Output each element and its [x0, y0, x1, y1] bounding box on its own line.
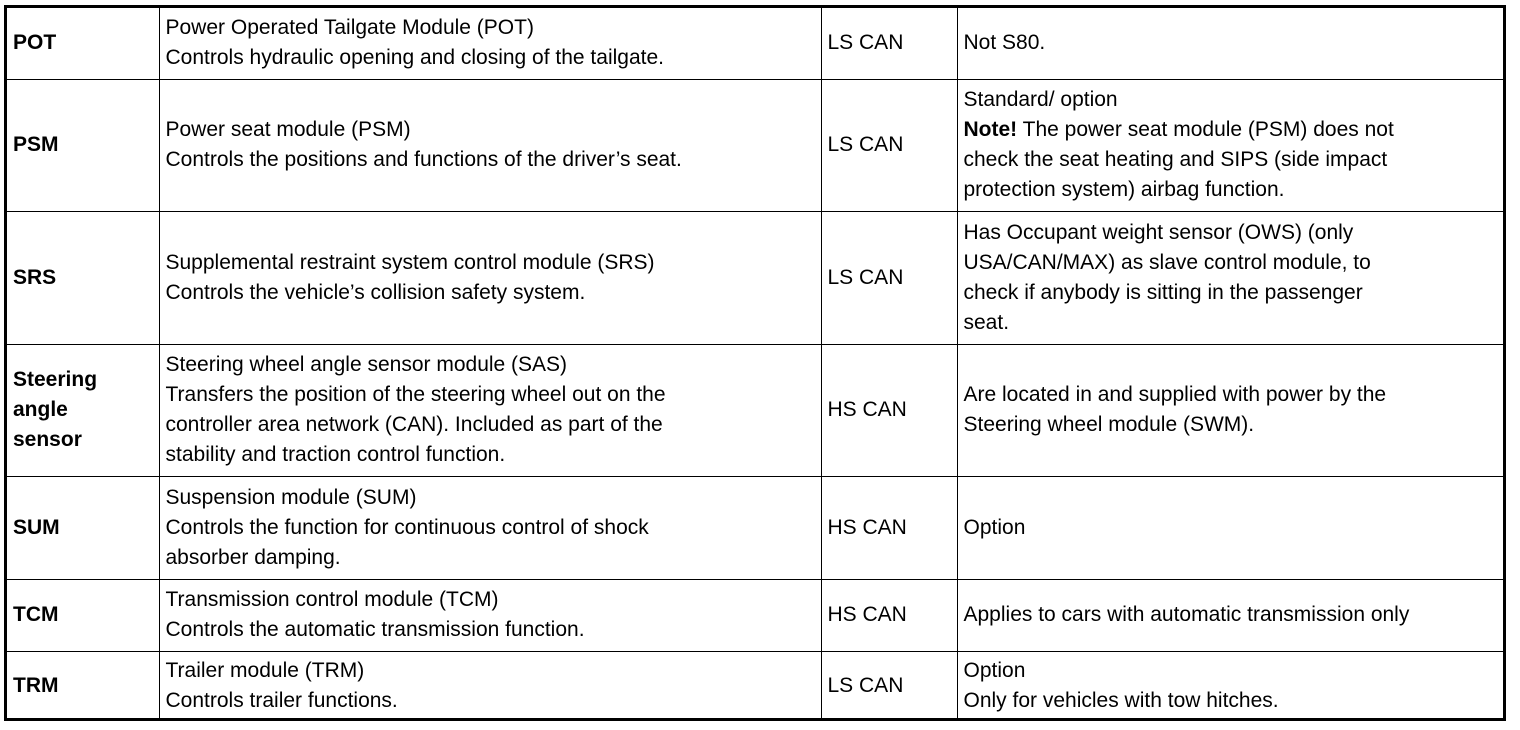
module-code-cell: SRS	[7, 210, 160, 345]
description-line: Transfers the position of the steering w…	[165, 383, 666, 406]
description-line: Steering wheel angle sensor module (SAS)	[165, 353, 568, 376]
remark-line: check if anybody is sitting in the passe…	[963, 280, 1363, 304]
network-bus-cell: LS CAN	[820, 78, 958, 212]
module-code: SUM	[13, 515, 60, 539]
module-code-cell: PSM	[7, 78, 160, 212]
remark-cell: Standard/ option Note! The power seat mo…	[956, 78, 1503, 212]
module-code: TCM	[13, 603, 59, 626]
description-line: Transmission control module (TCM)	[165, 588, 499, 611]
module-description-cell: Power seat module (PSM) Controls the pos…	[158, 78, 822, 212]
remark-text: The power seat module (PSM) does not	[1022, 118, 1394, 141]
description-line: Controls hydraulic opening and closing o…	[165, 46, 664, 70]
module-table: POT Power Operated Tailgate Module (POT)…	[7, 8, 1503, 721]
module-code: Steering	[13, 368, 98, 391]
remark-line: Only for vehicles with tow hitches.	[963, 689, 1279, 713]
module-code-cell: Steering angle sensor	[7, 343, 160, 477]
module-description-cell: Supplemental restraint system control mo…	[158, 210, 822, 345]
network-bus: LS CAN	[827, 31, 904, 55]
table-row: TCM Transmission control module (TCM) Co…	[7, 578, 1503, 652]
module-description-cell: Transmission control module (TCM) Contro…	[158, 578, 822, 652]
remark-line: Option	[963, 659, 1026, 683]
remark-line: Not S80.	[963, 31, 1046, 55]
table-row: POT Power Operated Tailgate Module (POT)…	[7, 8, 1503, 80]
remark-line: Standard/ option	[963, 88, 1118, 111]
remark-line: seat.	[963, 310, 1010, 334]
remark-line: Note! The power seat module (PSM) does n…	[964, 115, 1498, 145]
module-code: sensor	[13, 428, 82, 451]
network-bus-cell: LS CAN	[820, 650, 958, 721]
remark-line: USA/CAN/MAX) as slave control module, to	[963, 250, 1371, 274]
table-row: SUM Suspension module (SUM) Controls the…	[7, 475, 1503, 580]
module-code-cell: TRM	[7, 650, 160, 721]
network-bus: HS CAN	[827, 398, 907, 421]
description-line: Controls the automatic transmission func…	[165, 618, 585, 641]
network-bus: LS CAN	[827, 133, 904, 156]
table-row: TRM Trailer module (TRM) Controls traile…	[7, 650, 1503, 721]
module-description-cell: Trailer module (TRM) Controls trailer fu…	[158, 650, 822, 721]
module-code: angle	[13, 398, 68, 421]
remark-line: Applies to cars with automatic transmiss…	[963, 603, 1410, 626]
remark-line: check the seat heating and SIPS (side im…	[963, 148, 1388, 171]
description-line: Controls the vehicle’s collision safety …	[165, 280, 586, 304]
module-code: TRM	[13, 674, 59, 698]
table-row: Steering angle sensor Steering wheel ang…	[7, 343, 1503, 477]
description-line: Power seat module (PSM)	[165, 118, 411, 141]
module-code-cell: POT	[7, 8, 160, 80]
remark-line: Steering wheel module (SWM).	[963, 413, 1255, 436]
remark-cell: Option	[956, 475, 1503, 580]
description-line: Trailer module (TRM)	[165, 659, 365, 683]
module-code-cell: SUM	[7, 475, 160, 580]
module-code-cell: TCM	[7, 578, 160, 652]
description-line: Controls trailer functions.	[165, 689, 398, 713]
description-line: Controls the positions and functions of …	[165, 148, 682, 171]
module-description-cell: Suspension module (SUM) Controls the fun…	[158, 475, 822, 580]
table-row: SRS Supplemental restraint system contro…	[7, 210, 1503, 345]
description-line: controller area network (CAN). Included …	[165, 413, 663, 436]
module-table-frame: POT Power Operated Tailgate Module (POT)…	[4, 5, 1506, 721]
remark-line: protection system) airbag function.	[963, 178, 1285, 201]
description-line: Suspension module (SUM)	[165, 485, 417, 509]
remark-line: Option	[963, 515, 1026, 539]
remark-cell: Has Occupant weight sensor (OWS) (only U…	[956, 210, 1503, 345]
description-line: stability and traction control function.	[165, 443, 506, 466]
module-code: PSM	[13, 133, 59, 156]
network-bus-cell: HS CAN	[820, 343, 958, 477]
remark-cell: Not S80.	[956, 8, 1503, 80]
note-label: Note!	[963, 118, 1018, 141]
remark-line: Are located in and supplied with power b…	[963, 383, 1387, 406]
description-line: Power Operated Tailgate Module (POT)	[165, 16, 534, 40]
description-line: Controls the function for continuous con…	[165, 515, 649, 539]
network-bus-cell: HS CAN	[820, 578, 958, 652]
network-bus: HS CAN	[827, 603, 907, 626]
description-line: absorber damping.	[165, 545, 341, 569]
remark-line: Has Occupant weight sensor (OWS) (only	[963, 220, 1354, 244]
table-row: PSM Power seat module (PSM) Controls the…	[7, 78, 1503, 212]
network-bus-cell: LS CAN	[820, 8, 958, 80]
remark-cell: Option Only for vehicles with tow hitche…	[956, 650, 1503, 721]
network-bus-cell: HS CAN	[820, 475, 958, 580]
module-code: POT	[13, 31, 57, 55]
remark-cell: Applies to cars with automatic transmiss…	[956, 578, 1503, 652]
remark-cell: Are located in and supplied with power b…	[956, 343, 1503, 477]
description-line: Supplemental restraint system control mo…	[165, 250, 655, 274]
network-bus: HS CAN	[827, 515, 907, 539]
module-description-cell: Power Operated Tailgate Module (POT) Con…	[158, 8, 822, 80]
module-code: SRS	[13, 265, 57, 289]
module-description-cell: Steering wheel angle sensor module (SAS)…	[158, 343, 822, 477]
network-bus: LS CAN	[827, 674, 904, 698]
network-bus-cell: LS CAN	[820, 210, 958, 345]
network-bus: LS CAN	[827, 265, 904, 289]
